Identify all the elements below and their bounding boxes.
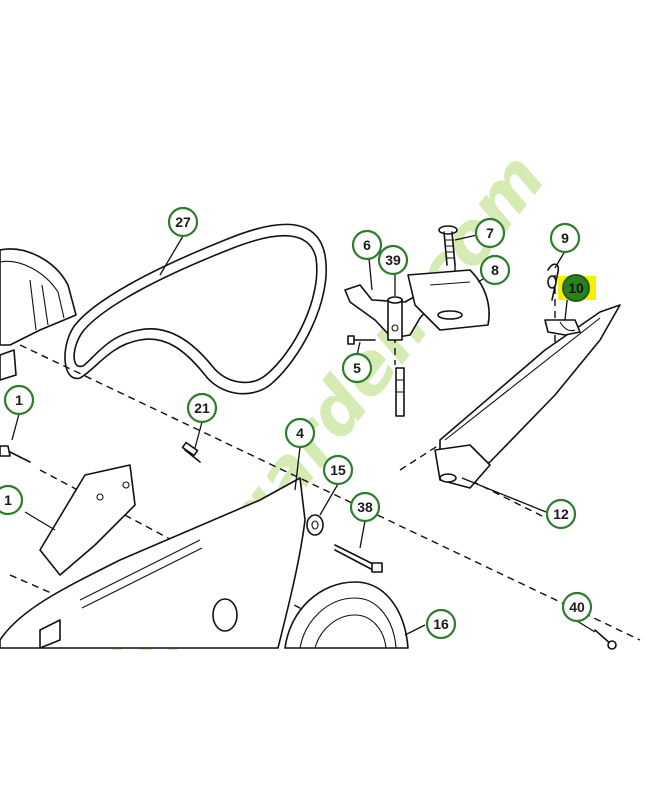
callout-12[interactable]: 12 [545, 498, 577, 530]
clip-10 [544, 319, 581, 336]
callout-8-label: 8 [491, 262, 499, 278]
callout-5-label: 5 [353, 360, 361, 376]
callout-27-label: 27 [175, 214, 191, 230]
callout-39-label: 39 [385, 252, 401, 268]
callout-38-label: 38 [357, 499, 373, 515]
pulley [284, 581, 409, 649]
callout-39[interactable]: 39 [377, 244, 409, 276]
belt-guard-plate [407, 269, 490, 331]
callout-40-label: 40 [569, 599, 585, 615]
callout-6-label: 6 [363, 237, 371, 253]
callout-16[interactable]: 16 [425, 608, 457, 640]
drive-belt [64, 223, 327, 395]
callout-21[interactable]: 21 [186, 392, 218, 424]
rod [395, 367, 405, 417]
callout-5[interactable]: 5 [341, 352, 373, 384]
callout-8[interactable]: 8 [479, 254, 511, 286]
callout-15[interactable]: 15 [322, 454, 354, 486]
callout-4[interactable]: 4 [284, 417, 316, 449]
callout-15-label: 15 [330, 462, 346, 478]
bolt-40 [594, 629, 617, 650]
callout-10[interactable]: 10 [558, 274, 596, 302]
engine-cover [0, 248, 77, 381]
bolt-38 [334, 544, 383, 573]
pin-21 [181, 441, 201, 463]
callout-12-label: 12 [553, 506, 569, 522]
callout-16-label: 16 [433, 616, 449, 632]
screw-5 [347, 335, 376, 345]
callout-27[interactable]: 27 [167, 206, 199, 238]
washer-15 [306, 514, 324, 536]
callout-9-label: 9 [561, 230, 569, 246]
callout-1a-label: 1 [15, 392, 23, 408]
callout-9[interactable]: 9 [549, 222, 581, 254]
bolt-7 [438, 225, 458, 266]
deck-plate [0, 464, 306, 649]
callout-40[interactable]: 40 [561, 591, 593, 623]
callout-6[interactable]: 6 [351, 229, 383, 261]
callout-1b[interactable]: 1 [0, 484, 24, 516]
callout-38[interactable]: 38 [349, 491, 381, 523]
callout-7-label: 7 [486, 225, 494, 241]
callout-1a[interactable]: 1 [3, 384, 35, 416]
pin-9 [547, 263, 560, 301]
callout-10-label: 10 [568, 280, 584, 296]
callout-4-label: 4 [296, 425, 304, 441]
leader-lines [11, 234, 596, 636]
bottom-margin [0, 650, 652, 800]
callout-21-label: 21 [194, 400, 210, 416]
callout-1b-label: 1 [4, 492, 12, 508]
callout-7[interactable]: 7 [474, 217, 506, 249]
long-guard [434, 304, 621, 489]
bolt-1 [0, 445, 31, 463]
